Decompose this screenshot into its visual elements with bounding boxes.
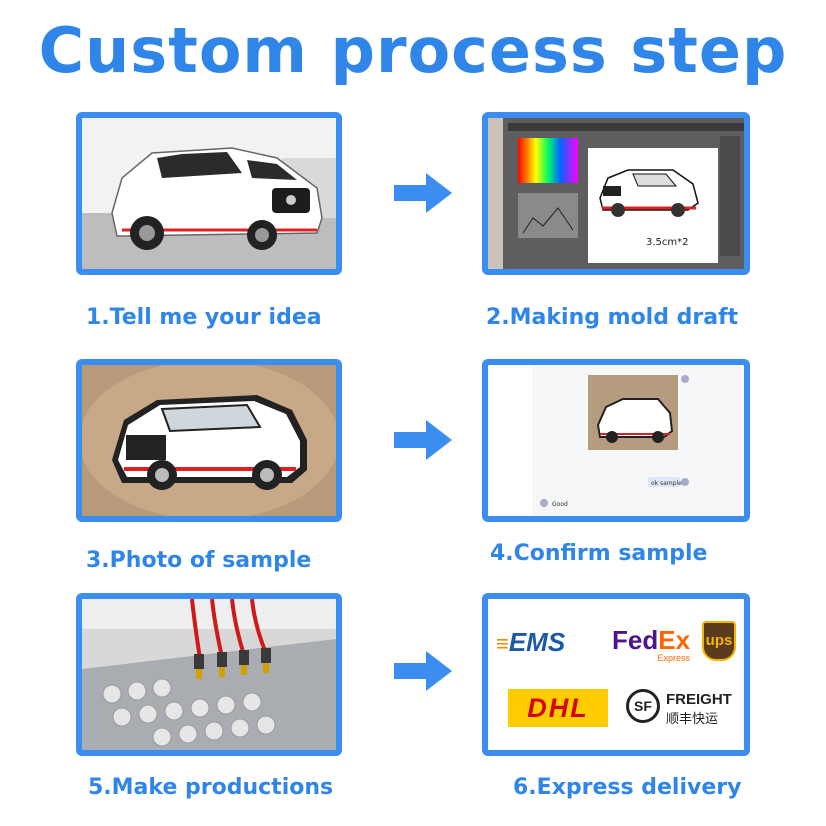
pvc-car-patch-on-hand <box>82 365 336 516</box>
step-2-image-frame: 3.5cm*2 <box>482 112 750 275</box>
design-software-drawing: 3.5cm*2 <box>488 118 744 269</box>
step-4-image-frame: ok sample Good <box>482 359 750 522</box>
chat-bottom-text: Good <box>552 501 568 508</box>
arrow-right-icon <box>394 173 452 213</box>
step-2-caption: 2.Making mold draft <box>486 305 739 330</box>
step-5-caption: 5.Make productions <box>88 775 334 800</box>
step-3-caption: 3.Photo of sample <box>86 548 312 573</box>
step-3-image-frame <box>76 359 342 522</box>
pvc-dispensing-machine <box>82 599 336 750</box>
drawing-size-label: 3.5cm*2 <box>646 237 689 248</box>
arrow-right-icon <box>394 651 452 691</box>
ems-logo: ≡EMS <box>496 627 566 657</box>
dhl-logo: DHL <box>508 689 608 727</box>
step-6-image-frame: ≡EMS FedEx Express ups DHL SF FREIGHT 顺丰… <box>482 593 750 756</box>
chat-reply-text: ok sample <box>651 480 682 487</box>
chat-sample-confirmation: ok sample Good <box>488 365 744 516</box>
step-5-image-frame <box>76 593 342 756</box>
step-4-caption: 4.Confirm sample <box>490 541 708 566</box>
step-1-image-frame <box>76 112 342 275</box>
page-title: Custom process step <box>38 14 788 87</box>
courier-logos: ≡EMS FedEx Express ups DHL SF FREIGHT 顺丰… <box>488 599 744 750</box>
step-1-caption: 1.Tell me your idea <box>86 305 322 330</box>
sf-logo-mark: SF <box>626 689 660 723</box>
sf-freight-text: FREIGHT 顺丰快运 <box>666 691 732 727</box>
white-suv-photo <box>82 118 336 269</box>
ups-logo: ups <box>702 621 736 661</box>
fedex-logo: FedEx Express <box>612 625 691 663</box>
step-6-caption: 6.Express delivery <box>513 775 742 800</box>
arrow-right-icon <box>394 420 452 460</box>
